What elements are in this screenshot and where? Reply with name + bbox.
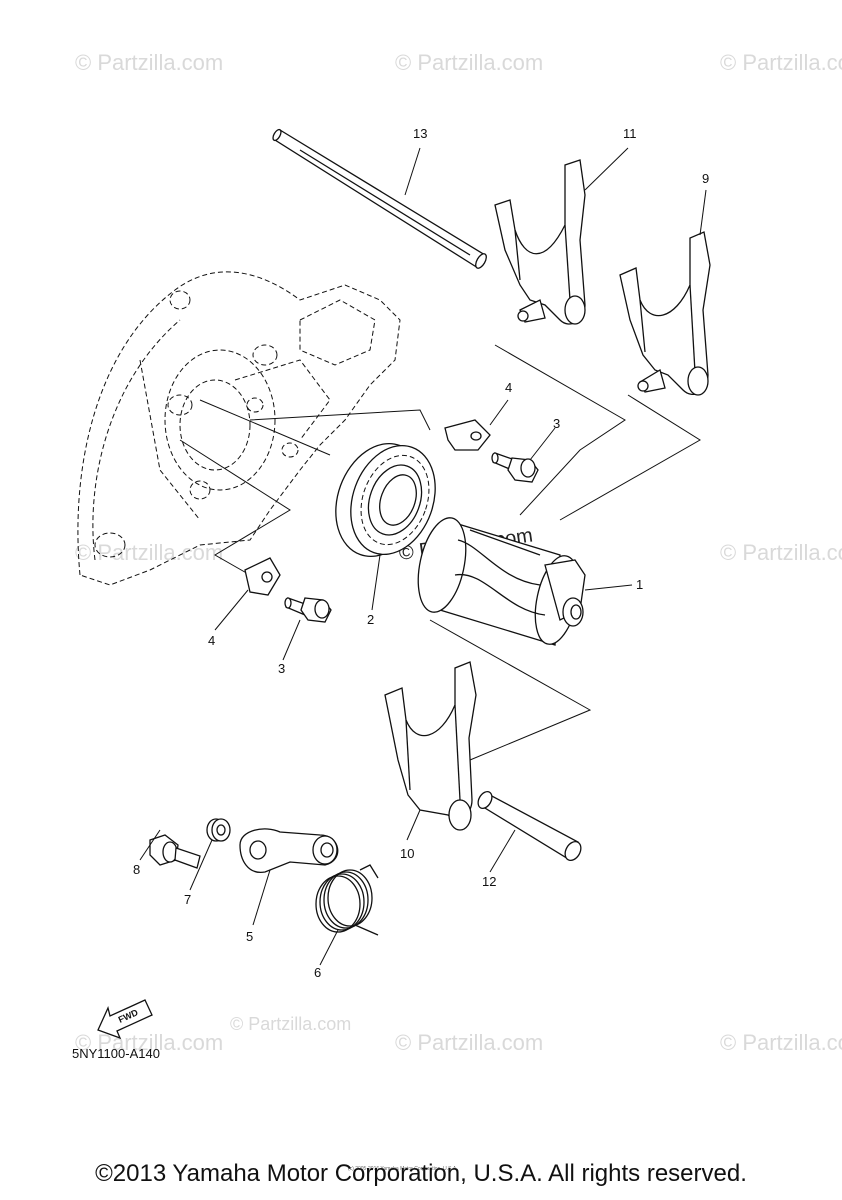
watermark: © Partzilla.com <box>230 1014 351 1034</box>
watermark: © Partzilla.com <box>720 540 842 565</box>
part-4-plate-upper <box>444 419 491 451</box>
part-5-stopper-lever <box>239 828 339 873</box>
part-label-6: 6 <box>314 965 321 980</box>
part-label-12: 12 <box>482 874 496 889</box>
leader-lines <box>139 147 707 966</box>
watermark: © Partzilla.com <box>75 1030 223 1055</box>
watermark: © Partzilla.com <box>75 50 223 75</box>
part-label-9: 9 <box>702 171 709 186</box>
assembly-guide-lines <box>179 344 701 761</box>
fwd-arrow-icon: FWD <box>97 999 153 1040</box>
part-13-guide-bar <box>272 128 487 269</box>
part-label-8: 8 <box>133 862 140 877</box>
part-2-bearing <box>335 442 436 558</box>
part-3-bolt-upper <box>491 452 539 483</box>
part-label-7: 7 <box>184 892 191 907</box>
part-label-4: 4 <box>505 380 512 395</box>
part-label-5: 5 <box>246 929 253 944</box>
part-label-3: 3 <box>553 416 560 431</box>
watermark: © Partzilla.com <box>395 50 543 75</box>
watermarks: © Partzilla.com © Partzilla.com © Partzi… <box>75 50 842 1055</box>
part-6-torsion-spring <box>315 864 379 936</box>
part-12-pin <box>477 790 582 861</box>
part-label-4: 4 <box>208 633 215 648</box>
part-3-bolt-lower <box>284 597 332 623</box>
part-10-shift-fork <box>384 661 477 831</box>
part-4-plate-lower <box>244 557 281 596</box>
diagram-code: 5NY1100-A140 <box>72 1046 160 1061</box>
watermark: © Partzilla.com <box>395 1030 543 1055</box>
watermark: © Partzilla.com <box>720 50 842 75</box>
part-9-shift-fork <box>619 231 711 396</box>
watermark: © Partzilla.com <box>720 1030 842 1055</box>
part-labels: 13 11 9 4 3 4 3 2 1 10 12 8 7 5 6 <box>133 126 709 980</box>
copyright-notice: ©2013 Yamaha Motor Corporation, U.S.A. A… <box>95 1160 747 1187</box>
tiny-notice: (c) 2005-2016 Yamaha Motor Corporation, … <box>348 1166 458 1172</box>
part-label-1: 1 <box>636 577 643 592</box>
part-7-collar <box>206 818 231 842</box>
part-label-3: 3 <box>278 661 285 676</box>
part-label-13: 13 <box>413 126 427 141</box>
crankcase-outline <box>77 271 401 586</box>
part-label-11: 11 <box>623 126 637 141</box>
watermark: © Partzilla.com <box>75 540 223 565</box>
part-label-2: 2 <box>367 612 374 627</box>
part-label-10: 10 <box>400 846 414 861</box>
part-1-shift-drum <box>417 517 586 646</box>
part-8-bolt <box>149 834 201 869</box>
part-11-shift-fork <box>494 159 586 325</box>
